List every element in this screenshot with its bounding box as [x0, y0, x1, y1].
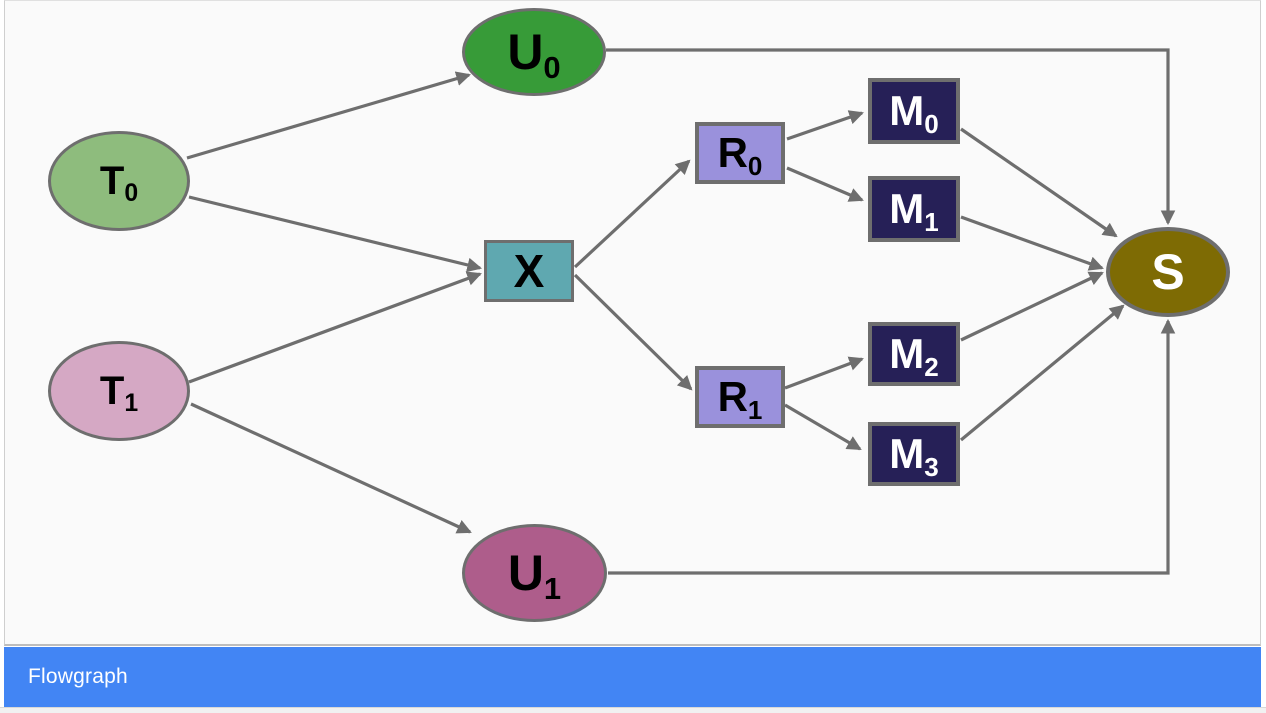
node-label-x: X	[513, 245, 545, 297]
node-label-t1: T1	[99, 369, 139, 418]
node-label-m2: M2	[889, 330, 939, 382]
node-label-t0: T0	[99, 159, 139, 208]
node-x[interactable]: X	[484, 240, 574, 302]
node-label-m3: M3	[889, 430, 939, 482]
node-m2[interactable]: M2	[868, 322, 960, 386]
node-t1[interactable]: T1	[48, 341, 190, 441]
node-label-m0: M0	[889, 87, 939, 139]
node-label-u0: U0	[507, 24, 561, 86]
node-r1[interactable]: R1	[695, 366, 785, 428]
node-m0[interactable]: M0	[868, 78, 960, 144]
node-t0[interactable]: T0	[48, 131, 190, 231]
node-label-m1: M1	[889, 185, 939, 237]
node-r0[interactable]: R0	[695, 122, 785, 184]
node-label-r0: R0	[717, 129, 763, 181]
footer-title: Flowgraph	[28, 665, 128, 688]
bottom-strip	[0, 707, 1266, 713]
node-s[interactable]: S	[1106, 227, 1230, 317]
node-m3[interactable]: M3	[868, 422, 960, 486]
node-u0[interactable]: U0	[462, 8, 606, 96]
node-label-r1: R1	[717, 373, 763, 425]
node-m1[interactable]: M1	[868, 176, 960, 242]
footer-bar: Flowgraph	[4, 647, 1261, 707]
node-label-u1: U1	[507, 545, 562, 607]
node-label-s: S	[1151, 244, 1185, 300]
node-u1[interactable]: U1	[462, 524, 607, 622]
